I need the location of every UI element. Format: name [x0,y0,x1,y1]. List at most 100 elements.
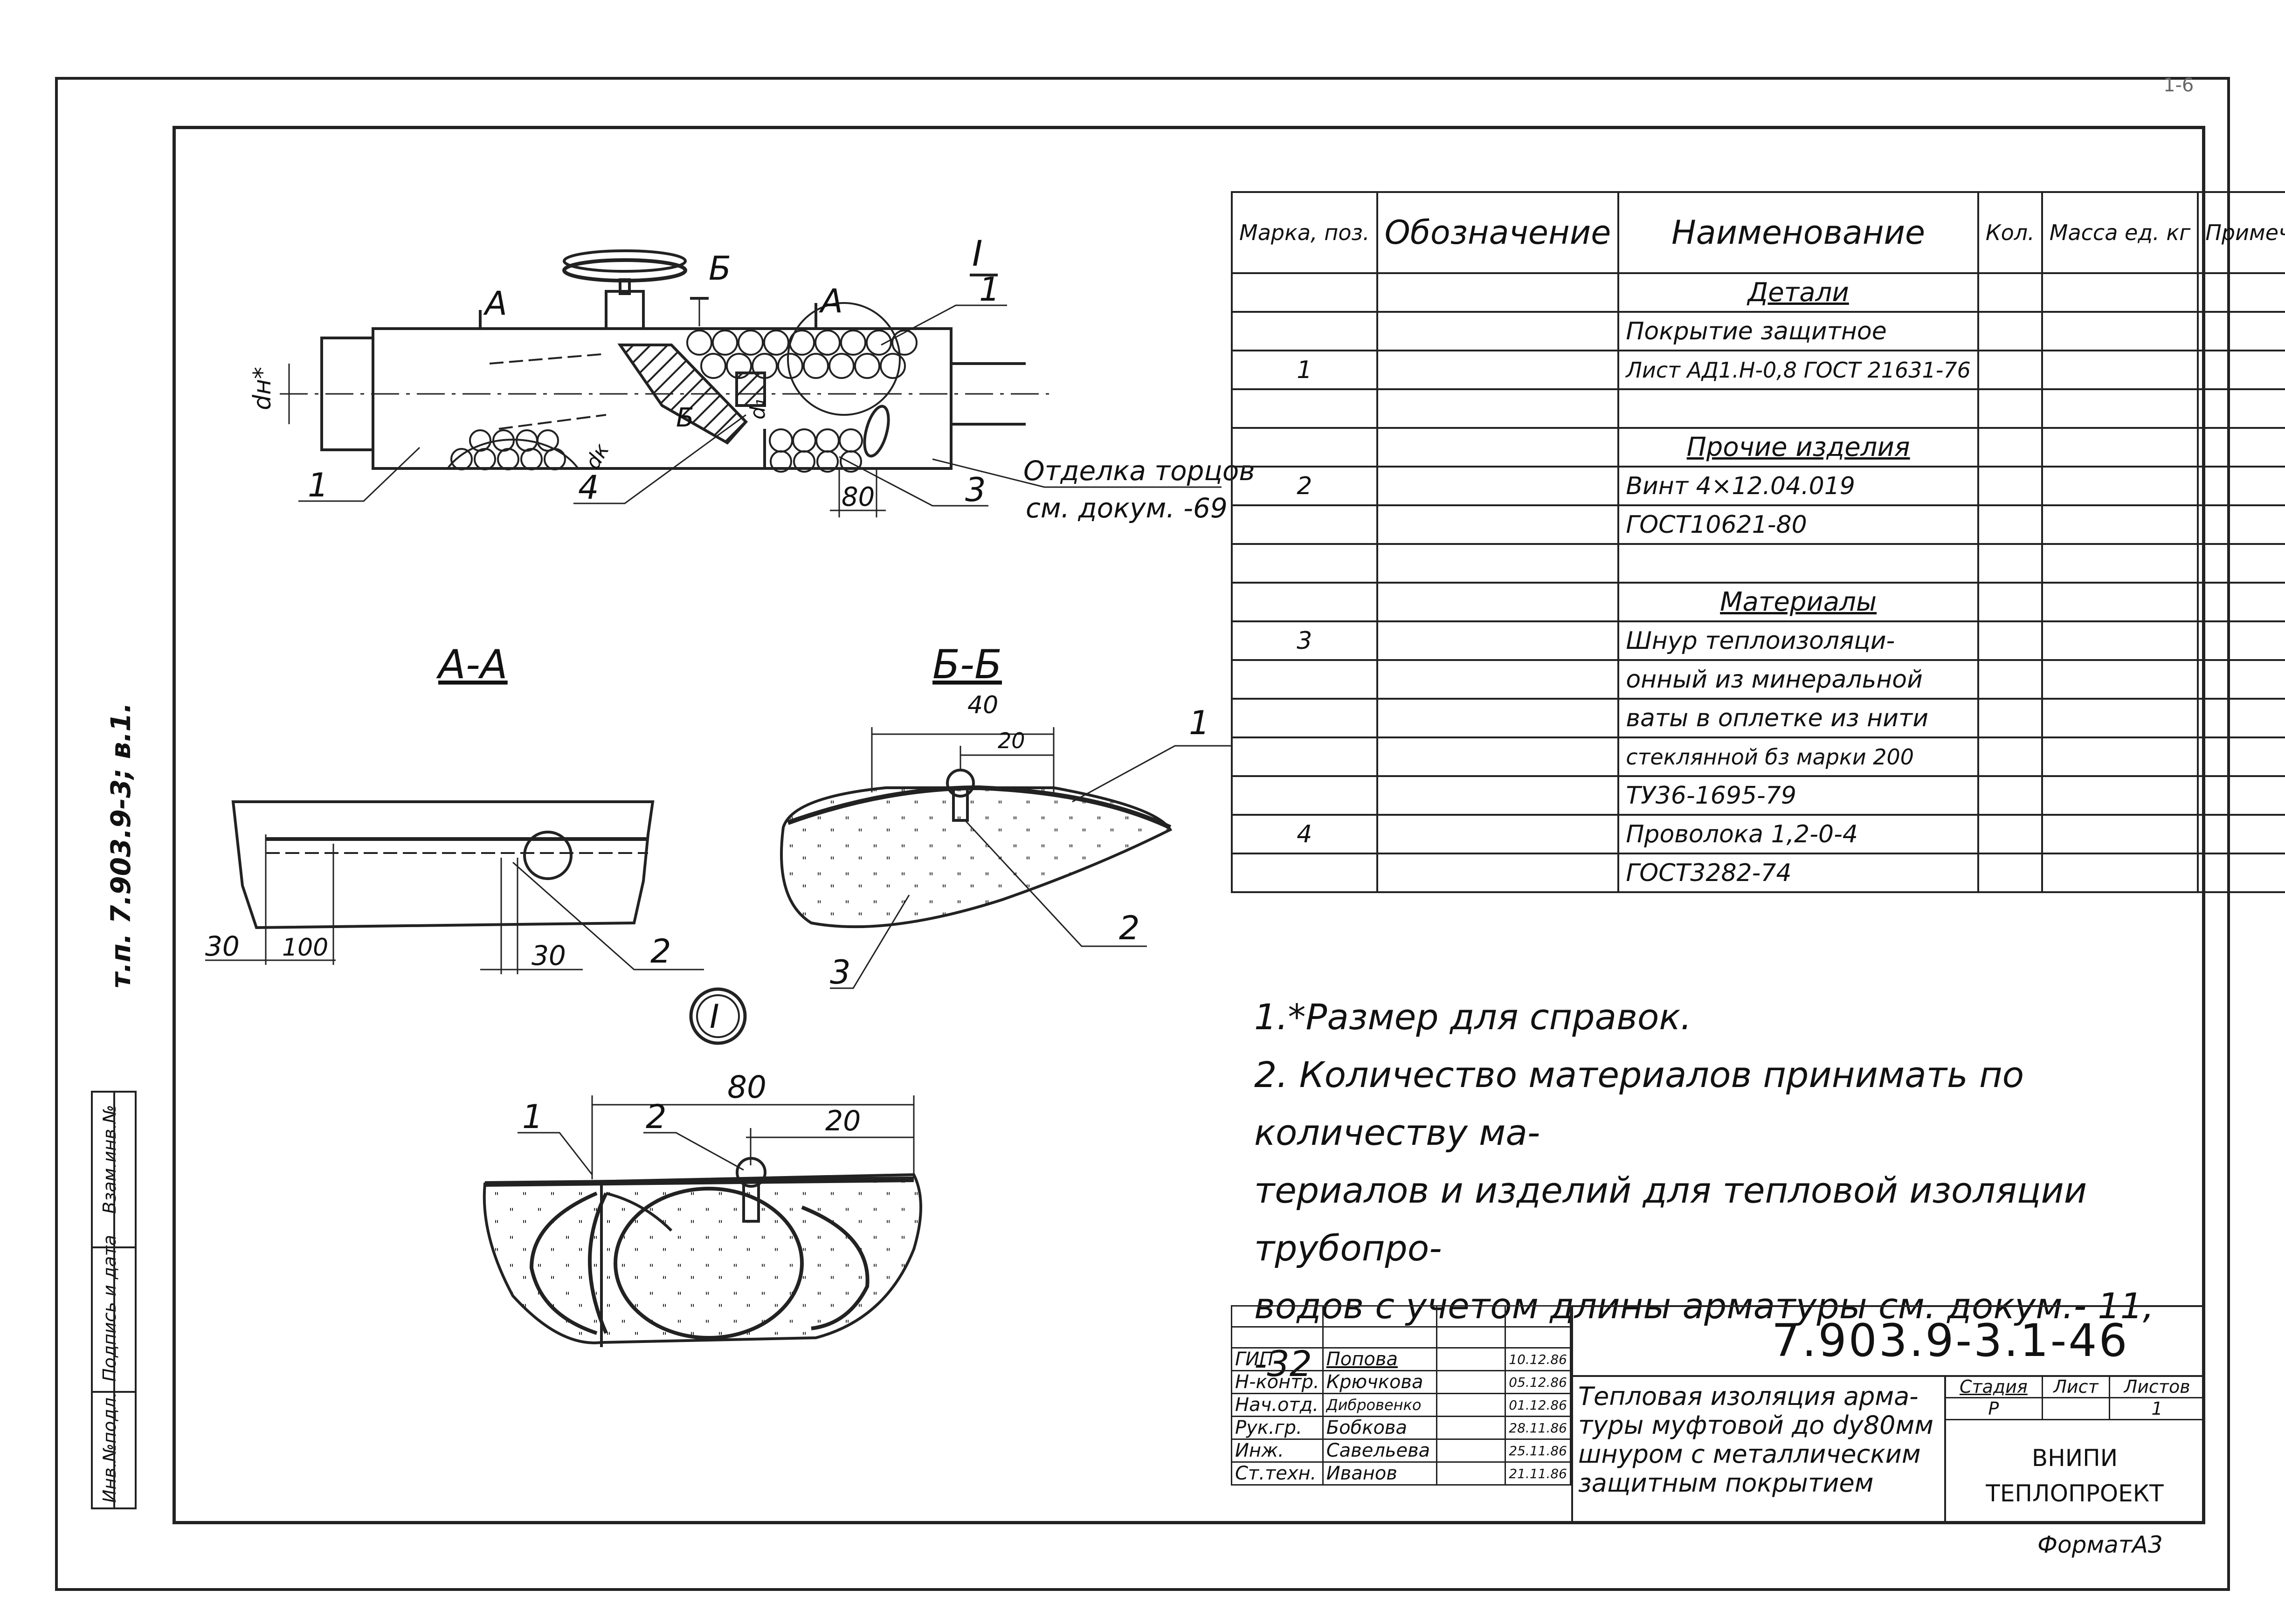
detail-i-dim-80: 80 [727,1069,766,1105]
section-bb [780,727,1231,989]
section-aa [205,800,704,974]
table-row: ГОСТ10621-80 [1231,504,2285,545]
table-row: ГОСТ3282-74 [1231,853,2285,893]
header-mark: Марка, поз. [1231,191,1378,274]
spec-name-cell: ваты в оплетке из нити [1617,698,1979,738]
callout-1-left: 1 [308,466,329,504]
callout-1-top: 1 [979,270,1000,309]
sheets-value: 1 [2109,1397,2205,1420]
title-line: туры муфтовой до dу80мм [1578,1411,1933,1440]
header-mass: Масса ед. кг [2041,191,2199,274]
title-line: Тепловая изоляция арма- [1578,1382,1919,1411]
stage-table: Стадия Лист Листов Р 1 [1944,1375,2205,1420]
sheet-value [2041,1397,2111,1420]
table-row: Покрытие защитное [1231,311,2285,351]
detail-i-callout-1: 1 [522,1098,543,1136]
section-bb-callout-1: 1 [1189,704,1210,742]
side-stamp: Инв.№подл. Подпись и дата Взам.инв.№ [91,1091,137,1509]
spec-name-cell: онный из минеральной [1617,659,1979,700]
detail-mark-i: I [972,233,982,274]
document-code: 7.903.9-3.1-46 [1772,1314,2129,1367]
detail-i-dim-20: 20 [825,1105,861,1137]
spec-section-label: Детали [1617,272,1979,313]
section-aa-dim-100: 100 [282,934,328,962]
table-row: Материалы [1231,582,2285,622]
header-note: Примеч. [2197,191,2285,274]
note-2-line-2: териалов и изделий для тепловой изоляции… [1254,1170,2087,1269]
section-mark-b-top: Б [709,249,731,288]
spec-name-cell: ГОСТ10621-80 [1617,504,1979,545]
dim-d1: d₁ [746,398,770,420]
table-row: Прочие изделия [1231,427,2285,468]
title-line: защитным покрытием [1578,1468,1874,1498]
spec-name-cell: ГОСТ3282-74 [1617,853,1979,893]
section-mark-a-right: A [819,282,843,320]
detail-i-mark: I [710,998,719,1036]
spec-name-cell: Покрытие защитное [1617,311,1979,351]
table-row: ТУ36-1695-79 [1231,775,2285,816]
section-aa-callout-2: 2 [650,932,671,970]
spec-name-cell: ТУ36-1695-79 [1617,775,1979,816]
spec-name-cell: Винт 4×12.04.019 [1617,466,1979,506]
spec-name-cell: Лист АД1.Н-0,8 ГОСТ 21631-76 [1617,350,1979,390]
header-qty: Кол. [1977,191,2043,274]
drawing-title: Тепловая изоляция арма- туры муфтовой до… [1578,1382,1933,1498]
table-row: онный из минеральной [1231,659,2285,700]
spec-section-label: Прочие изделия [1617,427,1979,468]
stage-label: Стадия [1944,1375,2043,1398]
title-line: шнуром с металлическим [1578,1439,1921,1469]
callout-3: 3 [965,471,986,509]
spec-name-cell: Проволока 1,2-0-4 [1617,814,1979,854]
section-mark-a-left: A [483,284,507,323]
spec-name-cell: Шнур теплоизоляци- [1617,620,1979,661]
note-2-line-1: 2. Количество материалов принимать по ко… [1254,1054,2024,1153]
table-row [1231,388,2285,429]
section-bb-title: Б-Б [932,641,1002,688]
section-bb-dim-40: 40 [967,691,998,719]
table-row: ваты в оплетке из нити [1231,698,2285,738]
section-bb-callout-3: 3 [830,953,851,991]
note-1: 1.*Размер для справок. [1254,996,1692,1038]
main-view [280,249,1222,517]
table-row: Детали [1231,272,2285,313]
sheets-label: Листов [2109,1375,2205,1398]
section-aa-title: А-А [436,641,508,688]
detail-i-callout-2: 2 [646,1098,667,1136]
detail-i [483,987,922,1347]
section-aa-dim-30-left: 30 [205,930,240,962]
spec-section-label: Материалы [1617,582,1979,622]
spec-name-cell: стеклянной бз марки 200 [1617,736,1979,777]
section-aa-dim-30-right: 30 [532,940,566,971]
end-note-line-1: Отделка торцов [1023,455,1255,487]
dim-dn: dн* [249,367,276,410]
header-name: Наименование [1617,191,1979,274]
dim-80: 80 [842,482,875,512]
format-label: ФорматА3 [2037,1531,2163,1558]
table-row [1231,543,2285,584]
callout-4: 4 [578,468,599,507]
end-note-line-2: см. докум. -69 [1026,492,1228,524]
sheet-label: Лист [2041,1375,2111,1398]
table-row: стеклянной бз марки 200 [1231,736,2285,777]
section-bb-dim-20: 20 [998,728,1025,753]
section-mark-b-bottom: Б [676,403,694,433]
organization-name: ВНИПИ ТЕПЛОПРОЕКТ [1986,1445,2164,1507]
header-designation: Обозначение [1376,191,1620,274]
corner-mark: 1-6 [2163,75,2194,96]
section-bb-callout-2: 2 [1119,909,1140,947]
stage-value: Р [1944,1397,2043,1420]
specification-table: Марка, поз. Обозначение Наименование Кол… [1231,191,2285,893]
